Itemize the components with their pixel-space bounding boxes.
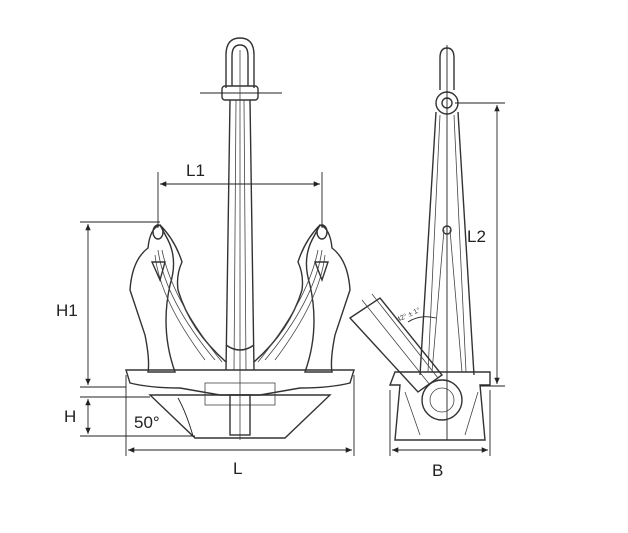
crown-and-fluke — [125, 369, 355, 439]
label-angle: 50° — [134, 413, 160, 432]
side-shank — [419, 111, 475, 376]
dimension-h1: H1 — [56, 221, 160, 388]
dimension-l1: L1 — [157, 161, 323, 228]
dimension-b: B — [389, 390, 491, 480]
left-arm — [129, 224, 227, 373]
label-l1: L1 — [186, 161, 205, 180]
front-view: L1 H1 H 50° L — [56, 37, 355, 478]
shank — [225, 50, 255, 440]
dimension-l: L — [125, 375, 355, 478]
dimension-l2: L2 — [455, 102, 505, 387]
side-shackle — [435, 45, 459, 440]
side-view: 42° ± 1° L2 B — [348, 45, 505, 480]
side-crown — [388, 371, 491, 441]
angle-50: 50° — [134, 397, 194, 437]
label-h1: H1 — [56, 301, 78, 320]
label-l: L — [233, 459, 242, 478]
dimension-h: H — [64, 396, 195, 437]
side-fluke: 42° ± 1° — [348, 293, 444, 393]
label-b: B — [432, 461, 443, 480]
shackle — [200, 37, 282, 101]
label-h: H — [64, 407, 76, 426]
right-arm — [253, 224, 351, 373]
label-l2: L2 — [467, 227, 486, 246]
